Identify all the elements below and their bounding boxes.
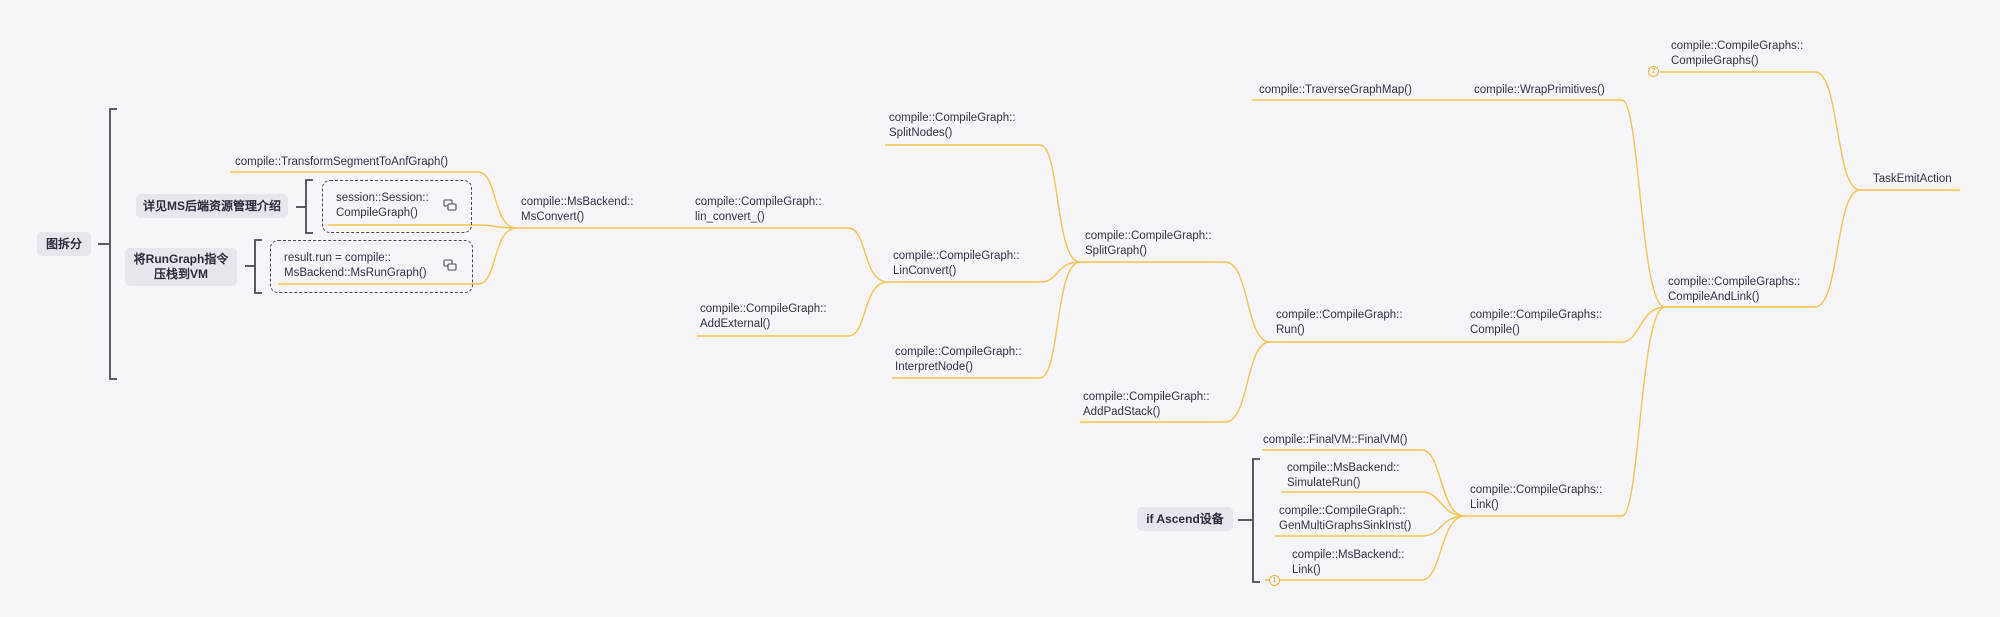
node-final-vm[interactable]: compile::FinalVM::FinalVM()	[1263, 434, 1408, 446]
node-line-2: LinConvert()	[893, 264, 957, 277]
node-compile-graphs-ctor[interactable]: compile::CompileGraphs:: CompileGraphs()	[1671, 39, 1803, 68]
node-compile-graph-run[interactable]: compile::CompileGraph:: Run()	[1276, 308, 1403, 337]
link-icon[interactable]	[443, 199, 457, 211]
link-icon[interactable]	[443, 259, 457, 271]
node-compile-and-link[interactable]: compile::CompileGraphs:: CompileAndLink(…	[1668, 275, 1800, 304]
node-line-1: compile::CompileGraph::	[1085, 230, 1212, 242]
node-line-1: compile::CompileGraphs::	[1470, 484, 1603, 496]
node-ms-run-graph-box[interactable]	[270, 240, 473, 293]
node-lin-convert-lower[interactable]: compile::CompileGraph:: lin_convert_()	[695, 195, 822, 224]
node-line-2: CompileGraphs()	[1671, 54, 1759, 67]
node-line-1: result.run = compile::	[284, 252, 392, 264]
summary-brackets	[98, 108, 1260, 583]
node-line-1: compile::CompileGraph::	[1083, 391, 1210, 403]
node-transform-segment[interactable]: compile::TransformSegmentToAnfGraph()	[235, 156, 449, 168]
node-line-2: lin_convert_()	[695, 210, 765, 223]
node-compile-graphs-compile[interactable]: compile::CompileGraphs:: Compile()	[1470, 308, 1602, 337]
node-line-1: compile::MsBackend::	[1287, 462, 1400, 474]
node-compile-graphs-link[interactable]: compile::CompileGraphs:: Link()	[1470, 483, 1602, 512]
tag-line-1: 将RunGraph指令	[133, 252, 229, 266]
node-line-1: compile::CompileGraph::	[895, 346, 1022, 358]
node-line-2: GenMultiGraphsSinkInst()	[1279, 519, 1412, 532]
node-line-1: compile::CompileGraph::	[695, 196, 822, 208]
node-line-1: compile::MsBackend::	[1292, 549, 1405, 561]
node-ms-convert[interactable]: compile::MsBackend:: MsConvert()	[521, 195, 634, 224]
node-line-1: compile::CompileGraph::	[1276, 309, 1403, 321]
node-line-2: Link()	[1470, 498, 1499, 511]
node-wrap-primitives[interactable]: compile::WrapPrimitives()	[1474, 84, 1605, 96]
marker-priority-icon: 1	[1269, 575, 1280, 586]
tag-line-2: 压栈到VM	[153, 267, 208, 281]
node-lin-convert-upper[interactable]: compile::CompileGraph:: LinConvert()	[893, 249, 1020, 278]
node-line-2: Run()	[1276, 323, 1305, 336]
node-line-1: session::Session::	[336, 192, 429, 204]
node-line-1: compile::CompileGraph::	[889, 112, 1016, 124]
tag-run-graph-push[interactable]: 将RunGraph指令 压栈到VM	[125, 248, 237, 286]
node-traverse-graph-map[interactable]: compile::TraverseGraphMap()	[1259, 84, 1412, 96]
node-line-1: compile::CompileGraph::	[1279, 505, 1406, 517]
tag-if-ascend[interactable]: if Ascend设备	[1137, 507, 1233, 531]
node-line-2: MsBackend::MsRunGraph()	[284, 266, 427, 279]
branch-lines	[230, 71, 1960, 581]
marker-priority-icon: 2	[1648, 66, 1659, 77]
node-line-2: SplitGraph()	[1085, 244, 1147, 257]
node-split-nodes[interactable]: compile::CompileGraph:: SplitNodes()	[889, 111, 1016, 140]
node-line-2: Compile()	[1470, 323, 1520, 336]
node-line-1: compile::CompileGraph::	[893, 250, 1020, 262]
node-add-pad-stack[interactable]: compile::CompileGraph:: AddPadStack()	[1083, 390, 1210, 419]
node-line-2: SimulateRun()	[1287, 476, 1361, 489]
node-session-compile-graph-box[interactable]	[322, 180, 472, 233]
node-line-1: compile::CompileGraph::	[700, 303, 827, 315]
node-line-1: compile::CompileGraphs::	[1668, 276, 1801, 288]
node-ms-run-graph[interactable]: result.run = compile:: MsBackend::MsRunG…	[284, 251, 427, 280]
node-line-1: compile::CompileGraphs::	[1671, 40, 1804, 52]
node-interpret-node[interactable]: compile::CompileGraph:: InterpretNode()	[895, 345, 1022, 374]
node-line-2: AddExternal()	[700, 317, 771, 330]
node-ms-backend-link[interactable]: compile::MsBackend:: Link()	[1292, 548, 1405, 577]
node-line-1: compile::CompileGraphs::	[1470, 309, 1603, 321]
node-line-2: CompileGraph()	[336, 206, 418, 219]
node-line-2: Link()	[1292, 563, 1321, 576]
node-line-2: AddPadStack()	[1083, 405, 1161, 418]
node-line-2: CompileAndLink()	[1668, 290, 1760, 303]
node-line-2: MsConvert()	[521, 210, 585, 223]
node-gen-multi-graphs[interactable]: compile::CompileGraph:: GenMultiGraphsSi…	[1279, 504, 1411, 533]
node-line-1: compile::MsBackend::	[521, 196, 634, 208]
node-line-2: SplitNodes()	[889, 126, 953, 139]
node-task-emit-action[interactable]: TaskEmitAction	[1873, 173, 1952, 185]
node-session-compile-graph[interactable]: session::Session:: CompileGraph()	[336, 191, 429, 220]
tag-graph-split[interactable]: 图拆分	[37, 232, 91, 256]
node-line-2: InterpretNode()	[895, 360, 973, 373]
node-split-graph[interactable]: compile::CompileGraph:: SplitGraph()	[1085, 229, 1212, 258]
tag-ms-backend-ref[interactable]: 详见MS后端资源管理介绍	[136, 194, 288, 218]
node-add-external[interactable]: compile::CompileGraph:: AddExternal()	[700, 302, 827, 331]
node-simulate-run[interactable]: compile::MsBackend:: SimulateRun()	[1287, 461, 1400, 490]
